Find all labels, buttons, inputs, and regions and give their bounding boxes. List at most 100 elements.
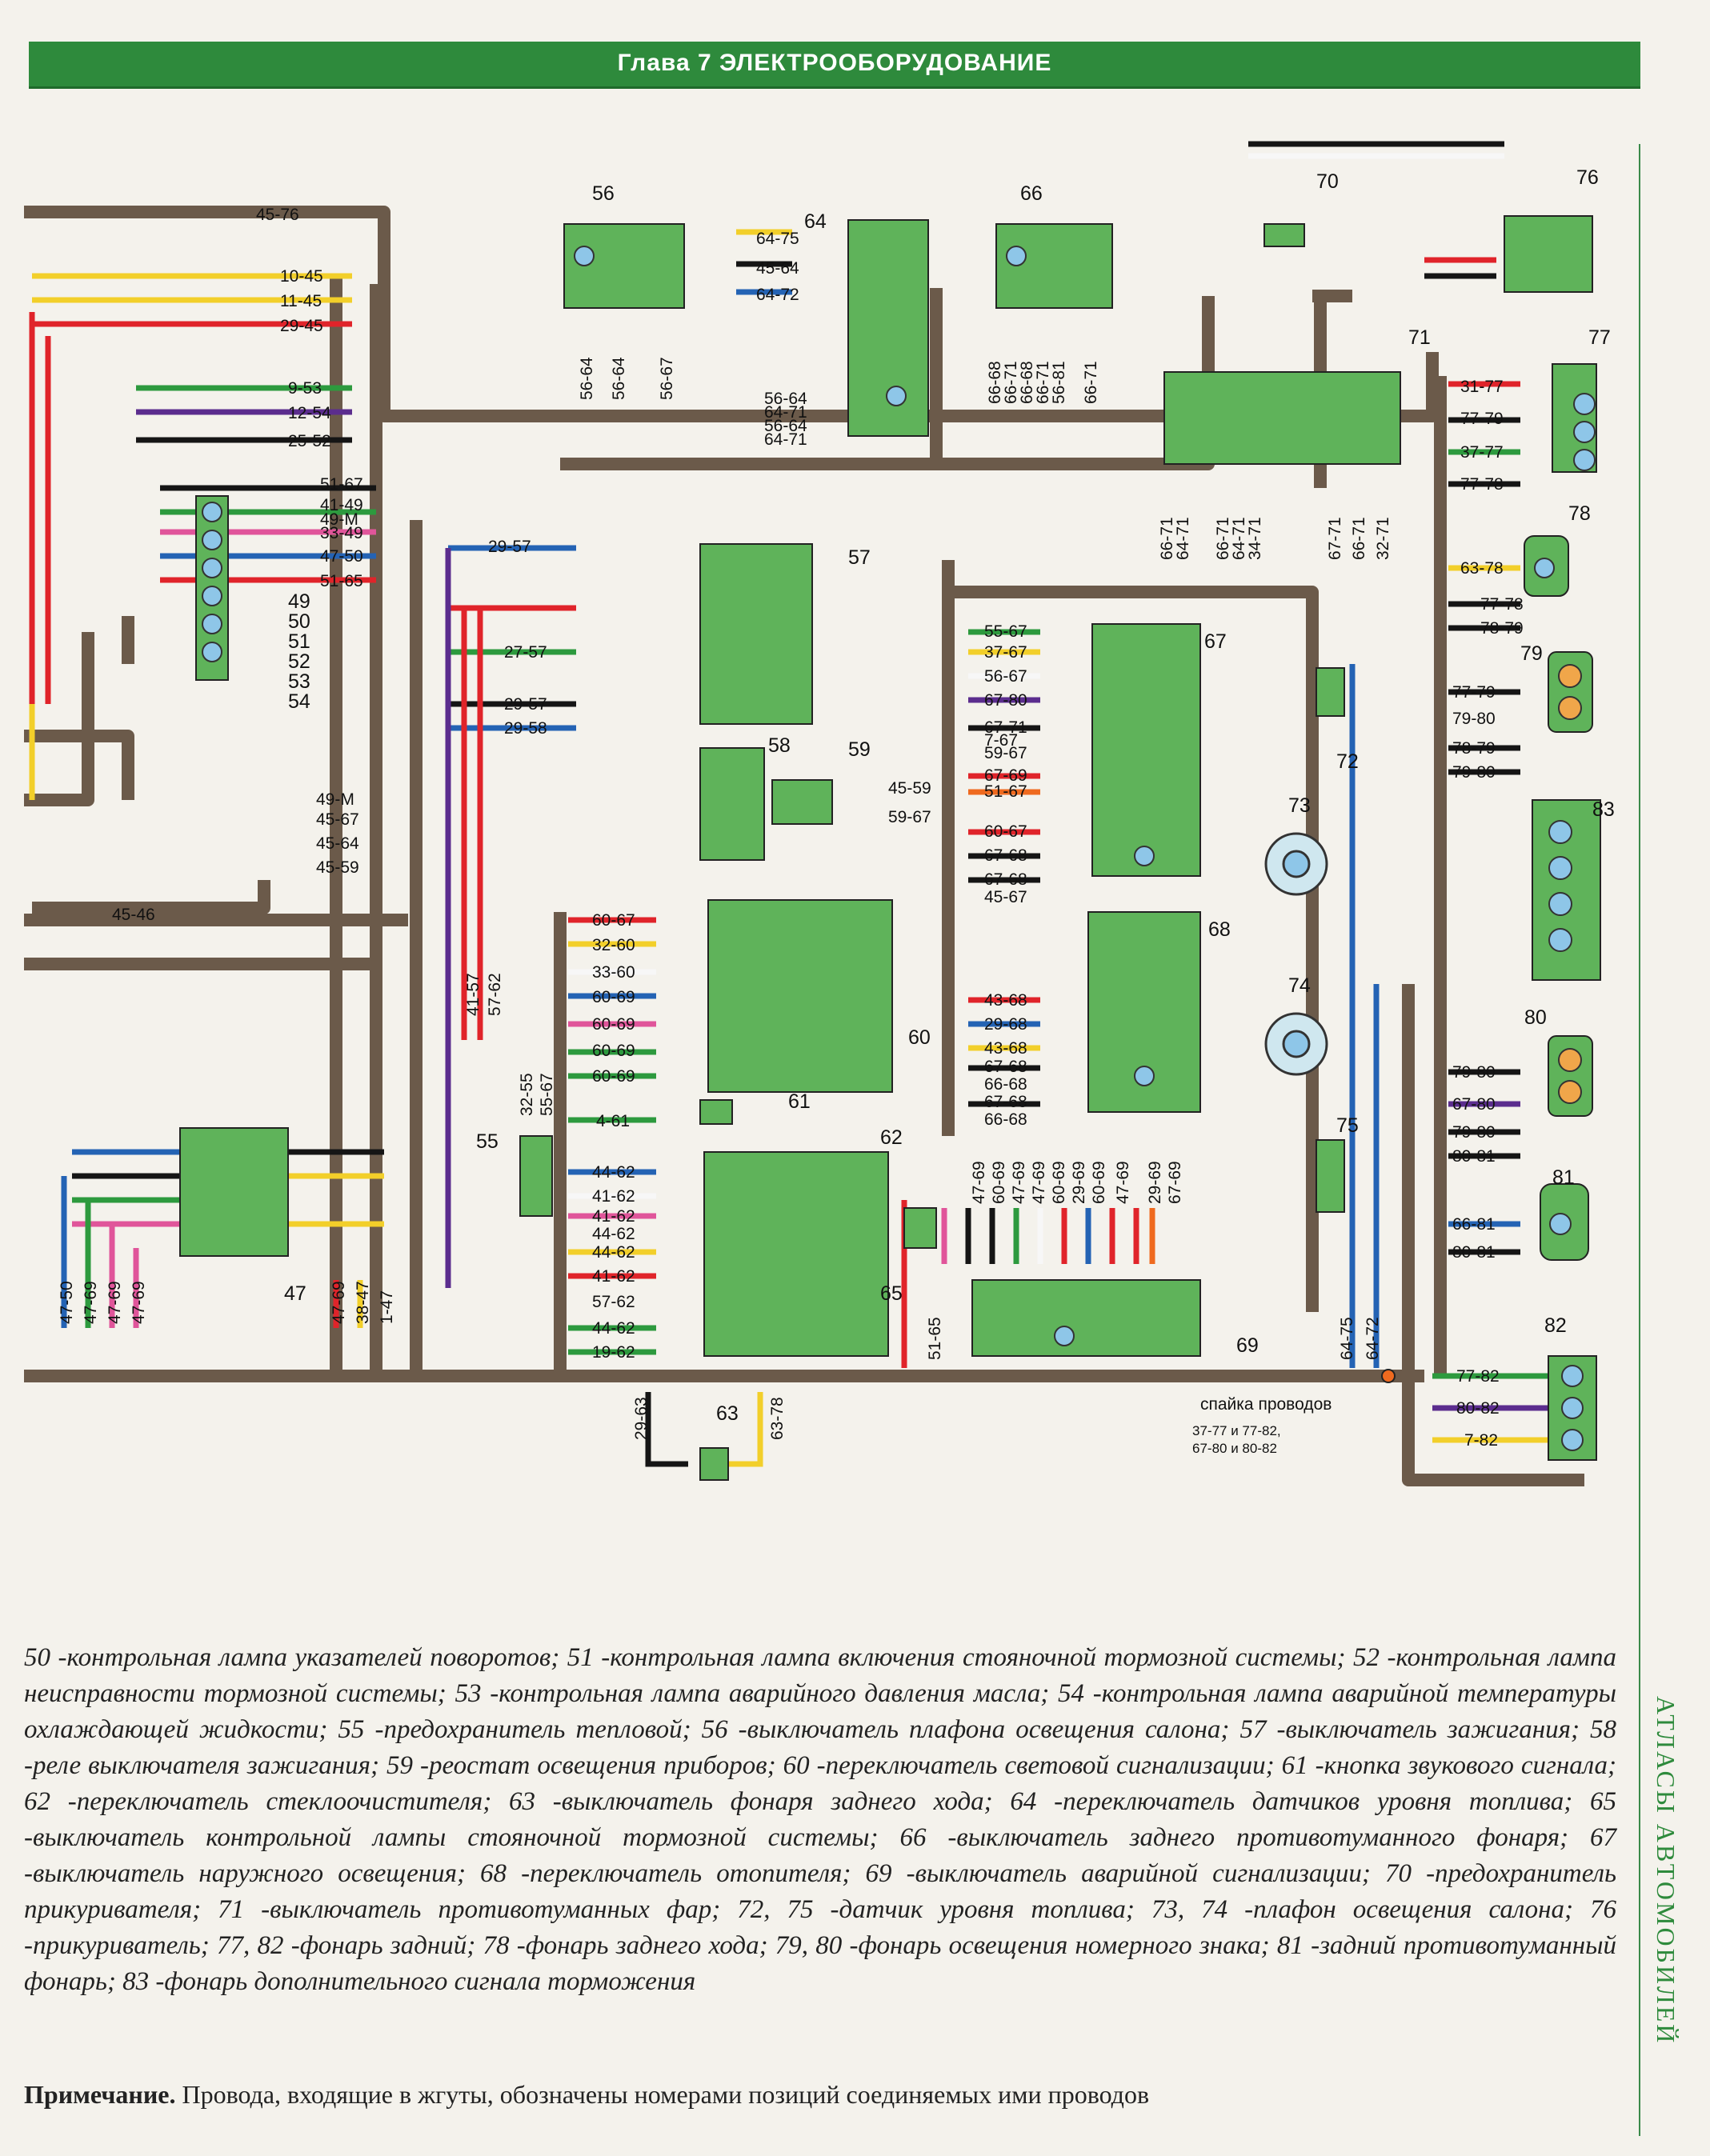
wire-label: 10-45 xyxy=(280,267,323,286)
splice-note-line: 67-80 и 80-82 xyxy=(1192,1441,1277,1456)
block-47 xyxy=(179,1127,289,1257)
label-79: 79 xyxy=(1520,642,1543,665)
wire-label: 55-67 xyxy=(984,622,1027,641)
wire-label: 67-68 xyxy=(984,870,1027,889)
wire-label: 67-68 xyxy=(984,1093,1027,1111)
wire-label: 45-76 xyxy=(256,206,299,224)
label-54: 54 xyxy=(288,690,310,713)
wire-label: 34-71 xyxy=(1246,517,1264,560)
wire-label: 41-49 xyxy=(320,496,363,514)
wire-label: 64-71 xyxy=(764,430,807,449)
wire-label: 37-67 xyxy=(984,643,1027,662)
wire-label: 77-79 xyxy=(1452,683,1496,702)
wire-label: 64-75 xyxy=(1338,1317,1356,1360)
wire-label: 63-78 xyxy=(768,1397,787,1440)
wire-label: 66-71 xyxy=(1158,517,1176,560)
block-57 xyxy=(699,543,813,725)
wire-label: 64-71 xyxy=(1174,517,1192,560)
wire-label: 66-71 xyxy=(1002,361,1020,404)
label-72: 72 xyxy=(1336,750,1359,773)
wire-label: 47-50 xyxy=(58,1281,76,1324)
label-71: 71 xyxy=(1408,326,1431,349)
wire-label: 67-71 xyxy=(984,718,1027,737)
wire-label: 47-69 xyxy=(970,1161,988,1204)
wire-label: 33-49 xyxy=(320,524,363,542)
wire-label: 56-64 xyxy=(764,390,807,408)
wire-label: 67-68 xyxy=(984,1058,1027,1076)
note-text: Провода, входящие в жгуты, обозначены но… xyxy=(175,2080,1150,2109)
wire-label: 41-62 xyxy=(592,1267,635,1286)
block-71 xyxy=(1163,371,1401,465)
wire-label: 9-53 xyxy=(288,379,322,398)
wire-label: 60-69 xyxy=(592,1067,635,1086)
wire-label: 63-78 xyxy=(1460,559,1504,578)
wire-label: 47-69 xyxy=(82,1281,100,1324)
label-76: 76 xyxy=(1576,166,1599,189)
label-51: 51 xyxy=(288,630,310,653)
wire-label: 29-58 xyxy=(504,719,547,738)
wire-label: 4-61 xyxy=(596,1112,630,1130)
label-57: 57 xyxy=(848,546,871,569)
wire-label: 66-68 xyxy=(984,1075,1027,1094)
block-76 xyxy=(1504,215,1593,293)
wire-label: 44-62 xyxy=(592,1319,635,1338)
label-62: 62 xyxy=(880,1126,903,1149)
wire-label: 66-71 xyxy=(1034,361,1052,404)
label-65: 65 xyxy=(880,1282,903,1305)
block-72 xyxy=(1316,667,1345,717)
wire-label: 12-54 xyxy=(288,404,331,422)
label-47: 47 xyxy=(284,1282,306,1305)
block-59 xyxy=(771,779,833,825)
wire-label: 33-60 xyxy=(592,963,635,982)
wire-label: 79-80 xyxy=(1452,1123,1496,1142)
block-69 xyxy=(971,1279,1201,1357)
chapter-title: Глава 7 ЭЛЕКТРООБОРУДОВАНИЕ xyxy=(617,50,1052,76)
wire-label: 29-63 xyxy=(632,1397,651,1440)
wire-label: 55-67 xyxy=(538,1073,556,1116)
wire-label: 60-67 xyxy=(984,822,1027,841)
chapter-header: Глава 7 ЭЛЕКТРООБОРУДОВАНИЕ xyxy=(29,42,1640,89)
wire-label: 44-62 xyxy=(592,1243,635,1262)
wire-label: 67-69 xyxy=(984,766,1027,785)
wire-label: 67-71 xyxy=(1326,517,1344,560)
wire-label: 60-69 xyxy=(1090,1161,1108,1204)
wire-label: 64-72 xyxy=(1364,1317,1382,1360)
wire-label: 80-81 xyxy=(1452,1147,1496,1166)
wire-label: 64-71 xyxy=(1230,517,1248,560)
wire-label: 67-69 xyxy=(1166,1161,1184,1204)
note: Примечание. Провода, входящие в жгуты, о… xyxy=(24,2080,1616,2110)
wire-label: 66-68 xyxy=(984,1110,1027,1129)
wire-label: 7-82 xyxy=(1464,1431,1498,1450)
splice-note-title: спайка проводов xyxy=(1200,1395,1332,1414)
wire-label: 47-69 xyxy=(1030,1161,1048,1204)
wire-label: 32-71 xyxy=(1374,517,1392,560)
wire-label: 47-69 xyxy=(106,1281,124,1324)
wire-label: 57-62 xyxy=(486,973,504,1016)
wire-label: 29-57 xyxy=(488,538,531,556)
wire-label: 47-69 xyxy=(1114,1161,1132,1204)
block-67 xyxy=(1091,623,1201,877)
wire-label: 37-77 xyxy=(1460,443,1504,462)
wire-label: 59-67 xyxy=(984,744,1027,762)
wire-label: 29-45 xyxy=(280,317,323,335)
label-66: 66 xyxy=(1020,182,1043,205)
label-49: 49 xyxy=(288,590,310,613)
wire-labels: 45-76 10-45 11-45 29-45 9-53 12-54 25-52… xyxy=(58,206,1524,1450)
wire-label: 49-М xyxy=(320,510,358,529)
label-59: 59 xyxy=(848,738,871,761)
wire-label: 60-69 xyxy=(592,1042,635,1060)
wire-label: 64-71 xyxy=(764,403,807,422)
wire-label: 29-69 xyxy=(1146,1161,1164,1204)
wire-label: 67-80 xyxy=(1452,1095,1496,1114)
wire-label: 45-67 xyxy=(984,888,1027,906)
label-75: 75 xyxy=(1336,1114,1359,1137)
wire-label: 25-52 xyxy=(288,432,331,450)
wire-label: 32-60 xyxy=(592,936,635,954)
wire-label: 79-80 xyxy=(1452,763,1496,782)
wire-label: 31-77 xyxy=(1460,378,1504,396)
block-75 xyxy=(1316,1139,1345,1213)
wire-label: 29-57 xyxy=(504,695,547,714)
wire-label: 56-67 xyxy=(658,357,676,400)
wire-label: 64-75 xyxy=(756,230,799,248)
wire-label: 78-79 xyxy=(1480,619,1524,638)
